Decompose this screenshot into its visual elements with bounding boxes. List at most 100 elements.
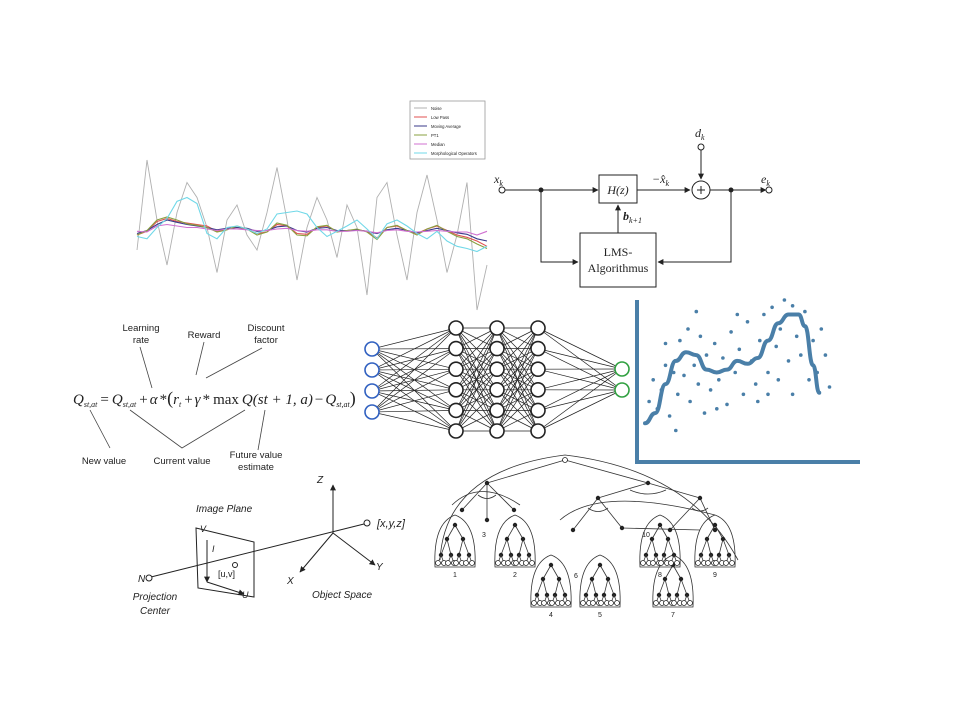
tree-node [712, 522, 718, 528]
tree-label-1: 1 [453, 572, 457, 579]
tree-edge [706, 524, 716, 540]
tree-node [549, 600, 555, 606]
tree-subtree-envelope [494, 514, 536, 568]
nn-input-node [364, 362, 380, 378]
tree-node [640, 560, 646, 566]
nn-connection [537, 368, 623, 391]
image-point-node [232, 562, 238, 568]
nn-hidden-node [489, 402, 505, 419]
scatter-point [745, 320, 750, 324]
scatter-point [790, 304, 795, 308]
scatter-point [774, 344, 778, 349]
q-label-discount-2: factor [254, 335, 278, 346]
tree-node [460, 536, 466, 542]
scatter-point [735, 312, 740, 317]
tree-edge [564, 459, 649, 484]
tree-edge [542, 564, 552, 580]
tree-edge [659, 524, 669, 540]
tree-node [720, 536, 726, 542]
tree-node [484, 480, 490, 486]
scatter-point [674, 428, 678, 433]
scatter-point [694, 309, 699, 314]
nn-hidden-node [448, 320, 464, 336]
scatter-point [737, 347, 742, 352]
scatter-fit-plot [635, 298, 860, 464]
scatter-point [686, 327, 690, 331]
nn-connection [371, 410, 457, 413]
tree-node [589, 576, 595, 582]
tree-edge [554, 578, 560, 596]
tree-subtree-envelope [434, 514, 476, 568]
filter-series-1 [136, 217, 488, 247]
nn-input-node [364, 404, 380, 420]
tree-label-9: 9 [713, 572, 717, 579]
tree-edge [597, 497, 623, 529]
tree-node [713, 560, 719, 566]
tree-outer-envelope [439, 454, 739, 561]
filter-series-3 [136, 216, 488, 250]
nn-hidden-node [448, 423, 464, 439]
tree-label-5: 5 [598, 612, 602, 619]
scatter-point [682, 373, 686, 378]
tree-label-2: 2 [513, 572, 517, 579]
scatter-point [663, 341, 668, 346]
projection-center-label-2: Center [140, 606, 171, 617]
tree-node [531, 600, 537, 606]
legend-entry-0: Noise [431, 106, 442, 111]
lms-block-diagram [498, 143, 773, 288]
filter-series-0 [136, 159, 488, 311]
lms-desired-node [697, 143, 705, 151]
projection-n-label: N [138, 574, 146, 585]
scatter-fit-curve [643, 312, 822, 426]
nn-output-node [614, 382, 630, 398]
tree-subtree-envelope [694, 514, 736, 568]
q-label-learning-rate-1: Learning [123, 323, 160, 334]
tree-node [645, 480, 651, 486]
tree-edge [676, 578, 682, 596]
tree-edge [700, 538, 708, 556]
image-v-label: V [200, 524, 207, 534]
filter-series-4 [136, 223, 488, 236]
tree-node [520, 536, 526, 542]
filter-series-lines [136, 159, 488, 311]
tree-edge [680, 578, 688, 596]
projection-diagram [145, 484, 376, 598]
tree-label-3: 3 [482, 532, 486, 539]
axis-x-label: X [286, 576, 294, 587]
q-label-future-2: estimate [238, 462, 274, 473]
tree-node [671, 600, 677, 606]
tree-label-6: 6 [574, 573, 578, 580]
tree-edge [486, 459, 566, 484]
tree-node [678, 576, 684, 582]
tree-node [650, 560, 656, 566]
tree-edge [536, 578, 544, 596]
nn-input-node [364, 341, 380, 357]
tree-node [598, 600, 604, 606]
tree-node [495, 560, 501, 566]
lms-labels: xk dk ek H(z) −x̂k bk+1 LMS- Algorithmus [493, 126, 770, 275]
tree-node [687, 600, 693, 606]
scatter-point [647, 399, 651, 404]
nn-connection [371, 327, 457, 350]
nn-hidden-node [530, 381, 546, 398]
scatter-point [782, 298, 787, 302]
lms-filter-block [598, 174, 638, 204]
tree-node [541, 600, 547, 606]
scatter-point [756, 399, 760, 404]
lms-input-label: xk [493, 172, 503, 188]
scatter-point [733, 370, 737, 375]
tree-edge [603, 578, 609, 596]
tree-edge [462, 538, 470, 556]
tree-edge [486, 482, 515, 511]
nn-connection [371, 411, 457, 432]
tree-arc [629, 489, 667, 495]
tree-edge [658, 578, 666, 596]
tree-node [459, 507, 465, 513]
lms-error-node [765, 186, 773, 194]
tree-edge [591, 578, 597, 596]
scatter-point [803, 309, 807, 314]
nn-connection [371, 389, 457, 413]
scatter-point [776, 378, 781, 382]
